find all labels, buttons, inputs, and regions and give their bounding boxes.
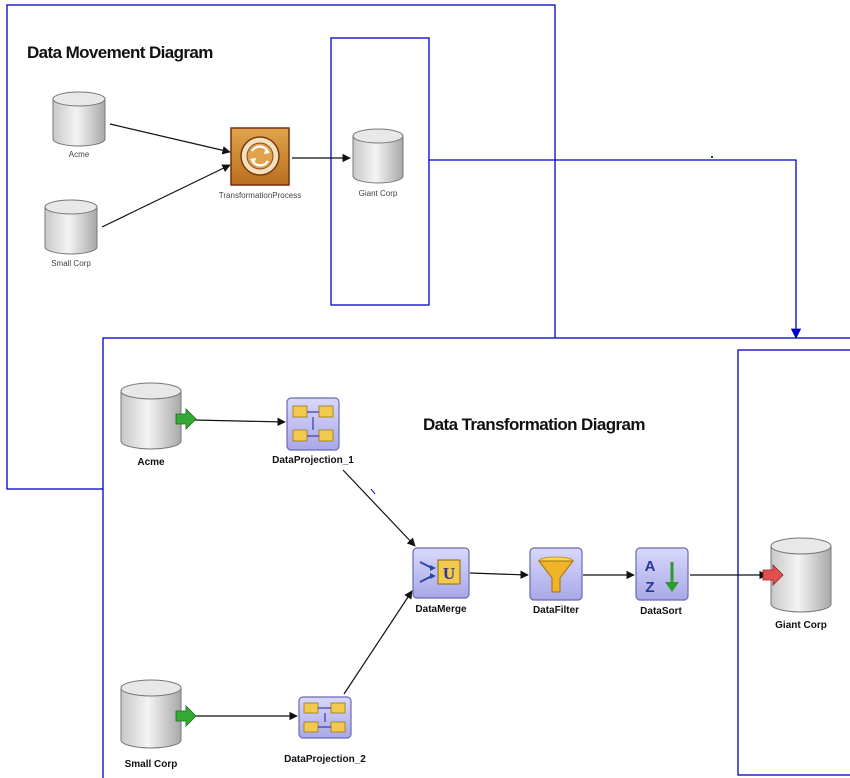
- node-label: Small Corp: [51, 259, 91, 268]
- projection-icon: [292, 405, 334, 442]
- svg-text:U: U: [443, 564, 455, 583]
- node-smallcorp-top[interactable]: Small Corp: [44, 199, 98, 268]
- node-label: DataFilter: [533, 605, 579, 616]
- drilldown-link[interactable]: [429, 159, 802, 340]
- sort-az-icon: A Z: [645, 558, 679, 596]
- node-label: Acme: [137, 457, 165, 468]
- projection-icon: [303, 702, 346, 733]
- database-icon: [44, 199, 98, 255]
- funnel-icon: [537, 556, 575, 593]
- node-label: DataProjection_1: [272, 455, 354, 466]
- connector-acme-to-process[interactable]: [109, 123, 231, 155]
- node-label: Giant Corp: [359, 189, 398, 198]
- data-movement-title: Data Movement Diagram: [27, 43, 213, 62]
- node-giantcorp-top[interactable]: Giant Corp: [352, 128, 404, 198]
- node-smallcorp-bottom[interactable]: Small Corp: [120, 679, 197, 770]
- process-cycle-icon: [240, 136, 280, 176]
- node-data-merge[interactable]: U DataMerge: [412, 547, 470, 615]
- giant-corp-target-frame[interactable]: [737, 349, 850, 776]
- node-data-filter[interactable]: DataFilter: [529, 547, 583, 616]
- database-icon: [120, 679, 182, 749]
- database-icon: [770, 537, 832, 613]
- stray-mark: [711, 156, 713, 158]
- source-arrow-icon: [175, 705, 197, 727]
- source-arrow-icon: [175, 408, 197, 430]
- node-label: DataSort: [640, 606, 682, 617]
- database-icon: [52, 91, 106, 147]
- svg-text:Z: Z: [645, 579, 654, 596]
- node-label: DataProjection_2: [284, 754, 366, 765]
- connector-smallcorp-to-process[interactable]: [101, 164, 231, 228]
- node-label: TransformationProcess: [219, 191, 301, 200]
- node-label: Small Corp: [125, 759, 178, 770]
- node-data-projection-1[interactable]: DataProjection_1: [272, 397, 354, 466]
- node-transformation-process[interactable]: TransformationProcess: [219, 127, 301, 200]
- node-giantcorp-bottom[interactable]: Giant Corp: [762, 537, 832, 631]
- database-icon: [120, 382, 182, 450]
- merge-icon: U: [419, 559, 461, 585]
- node-acme-bottom[interactable]: Acme: [120, 382, 197, 468]
- node-data-sort[interactable]: A Z DataSort: [635, 547, 689, 617]
- svg-text:A: A: [645, 558, 656, 575]
- data-transformation-title: Data Transformation Diagram: [423, 415, 645, 434]
- data-transformation-diagram: Data Transformation Diagram Acme: [102, 337, 850, 778]
- connector-projection2-to-merge[interactable]: [343, 590, 413, 695]
- data-transformation-frame: [102, 337, 850, 778]
- connector-acme-to-projection1[interactable]: [193, 417, 286, 427]
- node-label: Giant Corp: [775, 620, 827, 631]
- node-label: DataMerge: [415, 604, 467, 615]
- node-label: Acme: [69, 150, 90, 159]
- target-arrow-icon: [762, 564, 784, 586]
- giant-corp-frame[interactable]: [330, 37, 430, 306]
- node-data-projection-2[interactable]: DataProjection_2: [284, 696, 366, 765]
- connector-projection1-to-merge[interactable]: [342, 469, 416, 547]
- connector-merge-to-filter[interactable]: [469, 570, 529, 579]
- stray-mark: [370, 488, 376, 495]
- node-acme-top[interactable]: Acme: [52, 91, 106, 159]
- database-icon: [352, 128, 404, 184]
